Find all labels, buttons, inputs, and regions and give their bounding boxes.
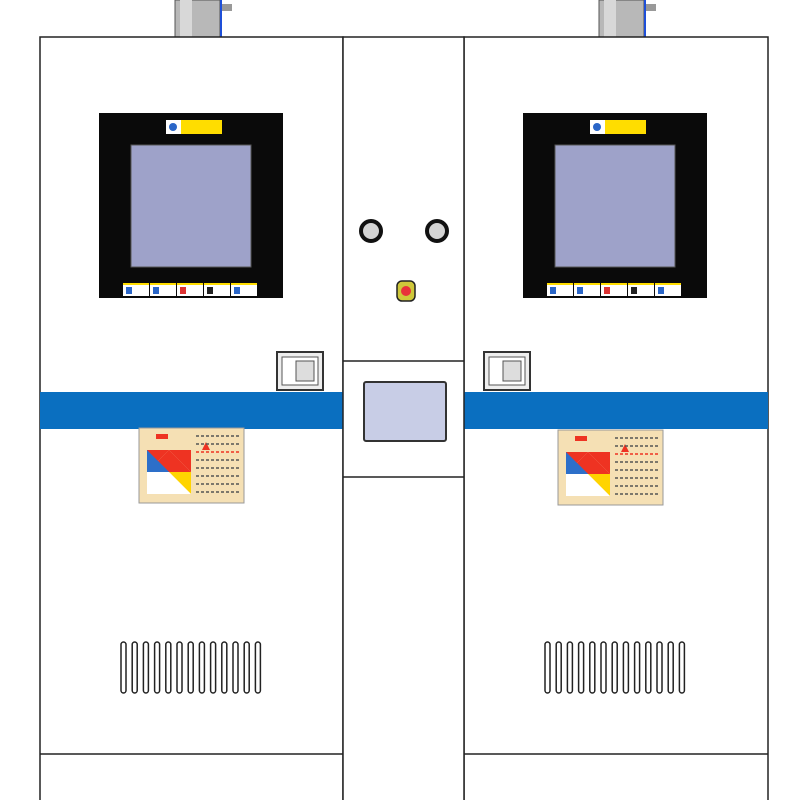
vent-slot bbox=[589, 641, 596, 694]
hazard-white bbox=[147, 472, 191, 494]
nfpa-hazard-diamond-icon bbox=[147, 450, 191, 494]
safety-label-icon bbox=[234, 287, 240, 294]
hazard-red-top2 bbox=[169, 450, 191, 472]
safety-label-icon bbox=[577, 287, 583, 294]
safety-label-stripe bbox=[123, 283, 149, 285]
safety-label-icon bbox=[658, 287, 664, 294]
vent-slot bbox=[656, 641, 663, 694]
safety-label-icon bbox=[631, 287, 637, 294]
nfpa-hazard-diamond-icon bbox=[566, 452, 610, 496]
hazard-icon bbox=[593, 123, 601, 131]
hmi-screen bbox=[130, 144, 252, 268]
pipe-fitting bbox=[646, 4, 656, 11]
hmi-screen bbox=[554, 144, 676, 268]
safety-label-stripe bbox=[150, 283, 176, 285]
safety-label-icon bbox=[180, 287, 186, 294]
vent-slot bbox=[209, 641, 217, 694]
accent-band bbox=[464, 392, 768, 429]
safety-label-icon bbox=[604, 287, 610, 294]
latch-handle bbox=[295, 360, 315, 382]
top-warning-label-yellow bbox=[181, 120, 222, 134]
pipe-highlight bbox=[180, 0, 192, 38]
safety-label-icon bbox=[126, 287, 132, 294]
vent-slot bbox=[645, 641, 652, 694]
safety-label-stripe bbox=[204, 283, 230, 285]
safety-label-icon bbox=[550, 287, 556, 294]
vent-slot bbox=[243, 641, 250, 694]
pipe-highlight bbox=[604, 0, 616, 38]
hazard-blue2 bbox=[566, 452, 588, 474]
safety-label-stripe bbox=[601, 283, 627, 285]
warning-triangle-icon bbox=[202, 442, 210, 450]
safety-label-icon bbox=[207, 287, 213, 294]
vent-slot bbox=[221, 641, 228, 694]
safety-label-stripe bbox=[231, 283, 257, 285]
vent-slot bbox=[633, 641, 641, 694]
rotary-knob-icon bbox=[359, 219, 383, 243]
vent-slot bbox=[544, 641, 551, 694]
hazard-blue2 bbox=[147, 450, 169, 472]
hazard-red-top2 bbox=[588, 452, 610, 474]
vent-slot bbox=[176, 641, 183, 694]
accent-band bbox=[40, 392, 343, 429]
vent-slot bbox=[198, 641, 206, 694]
pipe-fitting bbox=[222, 4, 232, 11]
safety-label-stripe bbox=[628, 283, 654, 285]
rotary-knob-icon bbox=[425, 219, 449, 243]
vent-slot bbox=[165, 641, 172, 694]
label-title-mark bbox=[156, 434, 168, 439]
cabinet-right bbox=[463, 0, 769, 800]
vent-slot bbox=[555, 641, 562, 694]
safety-label-stripe bbox=[547, 283, 573, 285]
vent-slot bbox=[566, 641, 574, 694]
safety-label-icon bbox=[153, 287, 159, 294]
vent-slot bbox=[153, 641, 161, 694]
center-display bbox=[363, 381, 447, 442]
safety-label-stripe bbox=[177, 283, 203, 285]
center-column bbox=[342, 36, 465, 800]
vent-slot bbox=[600, 641, 607, 694]
vent-slot bbox=[120, 641, 127, 694]
vent-slot bbox=[187, 641, 194, 694]
vent-slot bbox=[232, 641, 239, 694]
vent-slot bbox=[577, 641, 585, 694]
safety-label-stripe bbox=[655, 283, 681, 285]
label-title-mark bbox=[575, 436, 587, 441]
top-warning-label-yellow bbox=[605, 120, 646, 134]
emergency-stop-icon bbox=[401, 286, 411, 296]
warning-triangle-icon bbox=[621, 444, 629, 452]
hazard-white bbox=[566, 474, 610, 496]
safety-label-stripe bbox=[574, 283, 600, 285]
vent-slot bbox=[611, 641, 618, 694]
hazard-icon bbox=[169, 123, 177, 131]
vent-slot bbox=[678, 641, 686, 694]
vent-slot bbox=[142, 641, 150, 694]
vent-slot bbox=[622, 641, 630, 694]
vent-slot bbox=[254, 641, 262, 694]
vent-slot bbox=[131, 641, 138, 694]
latch-handle bbox=[502, 360, 522, 382]
vent-slot bbox=[667, 641, 674, 694]
cabinet-left bbox=[39, 0, 344, 800]
